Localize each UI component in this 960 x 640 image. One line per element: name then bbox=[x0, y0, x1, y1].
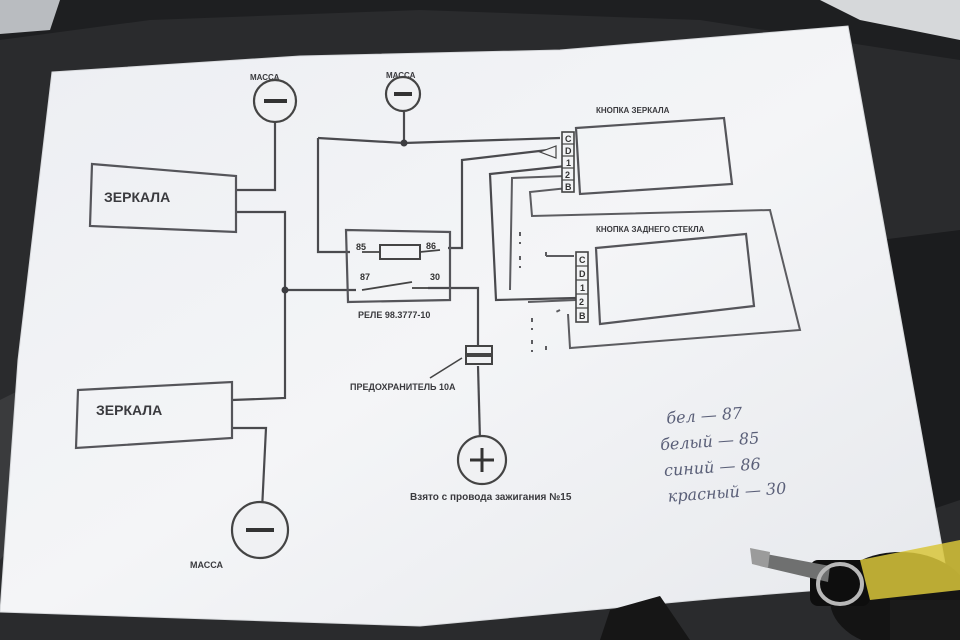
mirror-button-pin-b: B bbox=[565, 182, 572, 192]
mirror-button-pin-2: 2 bbox=[565, 170, 570, 180]
paper-sheet bbox=[0, 25, 949, 627]
rear-button-pin-d: D bbox=[579, 269, 586, 279]
junction-dot-left bbox=[281, 286, 289, 294]
mirror-button-pin-c: C bbox=[565, 134, 572, 144]
mirror-top: ЗЕРКАЛА bbox=[88, 162, 238, 234]
ground-label-top-left: МАССА bbox=[250, 73, 280, 82]
relay-pin-85: 85 bbox=[356, 242, 366, 252]
rear-button-pin-1: 1 bbox=[580, 283, 585, 293]
relay-pin-87: 87 bbox=[360, 272, 370, 282]
ground-label-bottom: МАССА bbox=[190, 560, 224, 570]
rear-button-pin-b: B bbox=[579, 311, 586, 321]
rear-glass-button: КНОПКА ЗАДНЕГО СТЕКЛА C D 1 2 B bbox=[575, 225, 756, 326]
mirror-button-pin-d: D bbox=[565, 146, 572, 156]
relay-pin-30: 30 bbox=[430, 272, 440, 282]
fuse: ПРЕДОХРАНИТЕЛЬ 10А bbox=[350, 345, 493, 392]
ground-bottom: МАССА bbox=[190, 500, 290, 570]
mirror-top-label: ЗЕРКАЛА bbox=[104, 189, 170, 205]
junction-dot-top bbox=[400, 139, 408, 147]
mirror-button: КНОПКА ЗЕРКАЛА C D 1 2 B bbox=[538, 106, 734, 196]
ground-top-left: МАССА bbox=[250, 73, 298, 124]
ground-label-top-center: МАССА bbox=[386, 71, 416, 80]
rear-button-pin-c: C bbox=[579, 255, 586, 265]
mirror-button-title: КНОПКА ЗЕРКАЛА bbox=[596, 106, 670, 115]
mirror-bottom-label: ЗЕРКАЛА bbox=[96, 402, 162, 418]
mirror-button-pin-1: 1 bbox=[566, 158, 571, 168]
relay-title: РЕЛЕ 98.3777-10 bbox=[358, 310, 430, 320]
wiring bbox=[231, 112, 802, 511]
dark-object-bottom bbox=[600, 596, 690, 640]
fuse-label: ПРЕДОХРАНИТЕЛЬ 10А bbox=[350, 382, 456, 392]
source-label: Взято с провода зажигания №15 bbox=[410, 492, 572, 503]
mirror-bottom: ЗЕРКАЛА bbox=[74, 380, 234, 450]
screwdriver-tool bbox=[750, 540, 960, 640]
relay-pin-86: 86 bbox=[426, 241, 436, 251]
rear-glass-button-title: КНОПКА ЗАДНЕГО СТЕКЛА bbox=[596, 225, 705, 234]
relay: 85 86 87 30 РЕЛЕ 98.3777-10 bbox=[344, 228, 452, 320]
rear-button-pin-2: 2 bbox=[579, 297, 584, 307]
power-source: Взято с провода зажигания №15 bbox=[410, 434, 572, 503]
ground-top-center: МАССА bbox=[384, 71, 422, 113]
